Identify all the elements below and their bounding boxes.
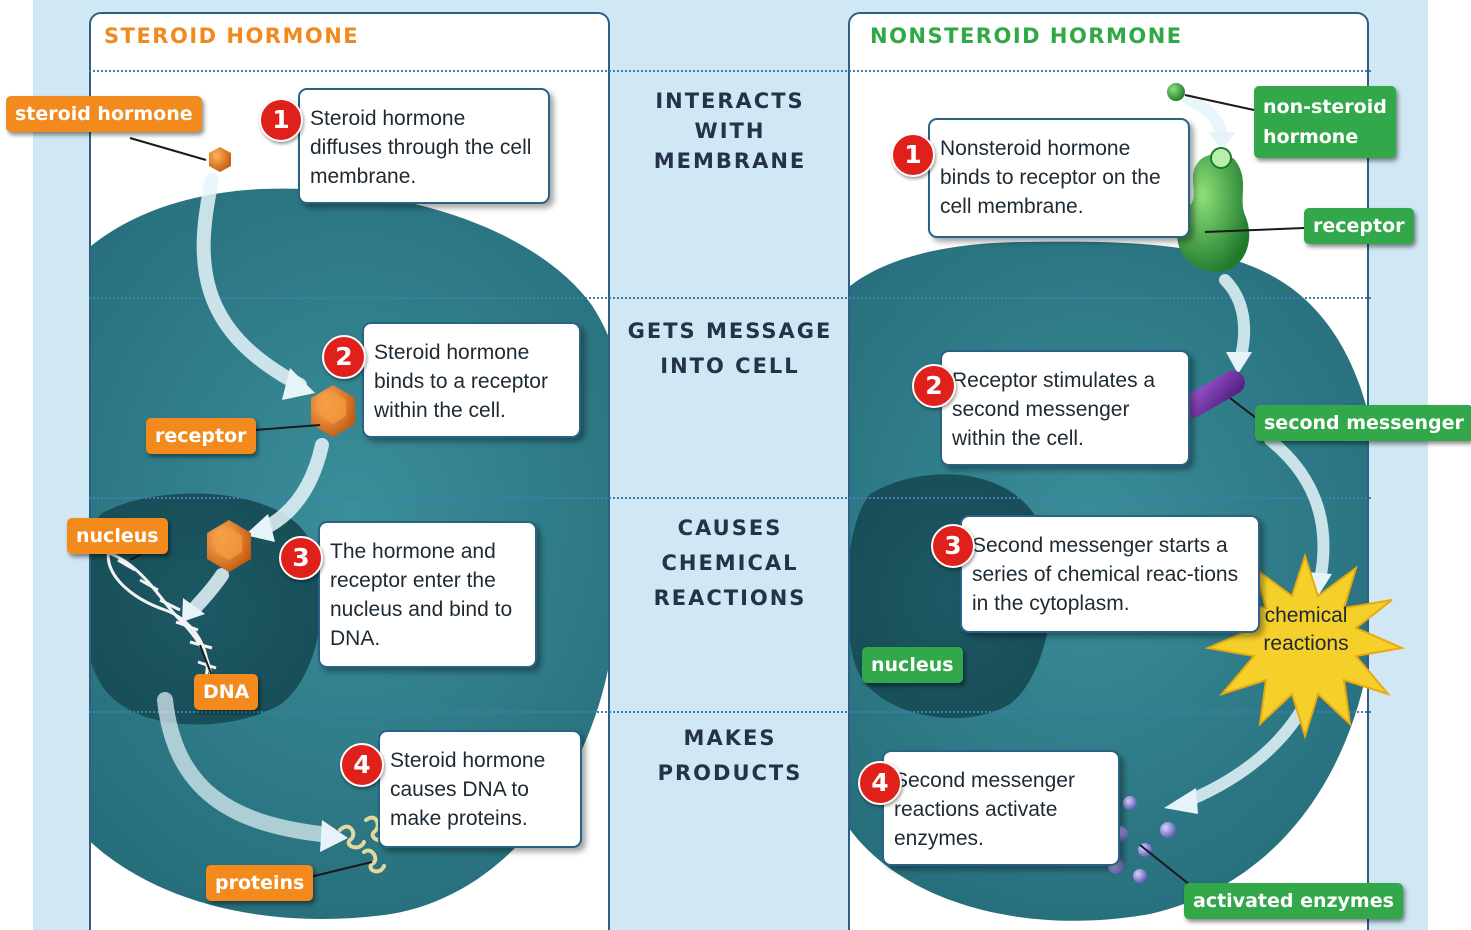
- steroid-step-1-box: Steroid hormone diffuses through the cel…: [298, 88, 550, 204]
- nonsteroid-step-4-number: 4: [858, 761, 902, 805]
- steroid-step-4-box: Steroid hormone causes DNA to make prote…: [378, 730, 582, 848]
- stage-divider-1: [89, 297, 1371, 299]
- label-nonsteroid-receptor: receptor: [1304, 208, 1414, 244]
- chemical-reactions-label: chemical reactions: [1263, 604, 1349, 655]
- nonsteroid-panel-title: NONSTEROID HORMONE: [870, 24, 1183, 48]
- stage-label-products: MAKES PRODUCTS: [657, 726, 803, 785]
- label-dna: DNA: [194, 674, 259, 710]
- stage-label-message: GETS MESSAGE INTO CELL: [627, 319, 833, 378]
- steroid-step-1-number: 1: [259, 98, 303, 142]
- nonsteroid-step-1-number: 1: [891, 133, 935, 177]
- nonsteroid-step-1-box: Nonsteroid hormone binds to receptor on …: [928, 118, 1190, 238]
- steroid-step-2-number: 2: [322, 335, 366, 379]
- nonsteroid-step-4-box: Second messenger reactions activate enzy…: [882, 750, 1120, 866]
- nonsteroid-step-2-box: Receptor stimulates a second messenger w…: [940, 350, 1190, 466]
- steroid-step-4-number: 4: [340, 743, 384, 787]
- label-second-messenger: second messenger: [1255, 405, 1471, 441]
- stage-label-interacts: INTERACTS WITH MEMBRANE: [653, 89, 807, 173]
- steroid-step-2-box: Steroid hormone binds to a receptor with…: [362, 322, 581, 438]
- nonsteroid-step-3-number: 3: [931, 524, 975, 568]
- steroid-step-3-number: 3: [279, 536, 323, 580]
- label-nucleus-nonsteroid: nucleus: [862, 647, 963, 683]
- nonsteroid-step-2-number: 2: [912, 364, 956, 408]
- stage-divider-top: [89, 70, 1371, 72]
- stage-label-reactions: CAUSES CHEMICAL REACTIONS: [653, 516, 807, 610]
- steroid-panel-title: STEROID HORMONE: [104, 24, 360, 48]
- label-steroid-hormone: steroid hormone: [6, 96, 202, 132]
- label-steroid-receptor: receptor: [146, 418, 256, 454]
- stage-divider-3: [89, 711, 1371, 713]
- nonsteroid-step-3-box: Second messenger starts a series of chem…: [960, 515, 1260, 633]
- label-nonsteroid-hormone: non-steroid hormone: [1254, 86, 1396, 158]
- stage-divider-2: [89, 497, 1371, 499]
- label-proteins: proteins: [206, 865, 314, 901]
- steroid-step-3-box: The hormone and receptor enter the nucle…: [318, 521, 537, 668]
- label-activated-enzymes: activated enzymes: [1184, 883, 1403, 919]
- label-nucleus-steroid: nucleus: [67, 518, 168, 554]
